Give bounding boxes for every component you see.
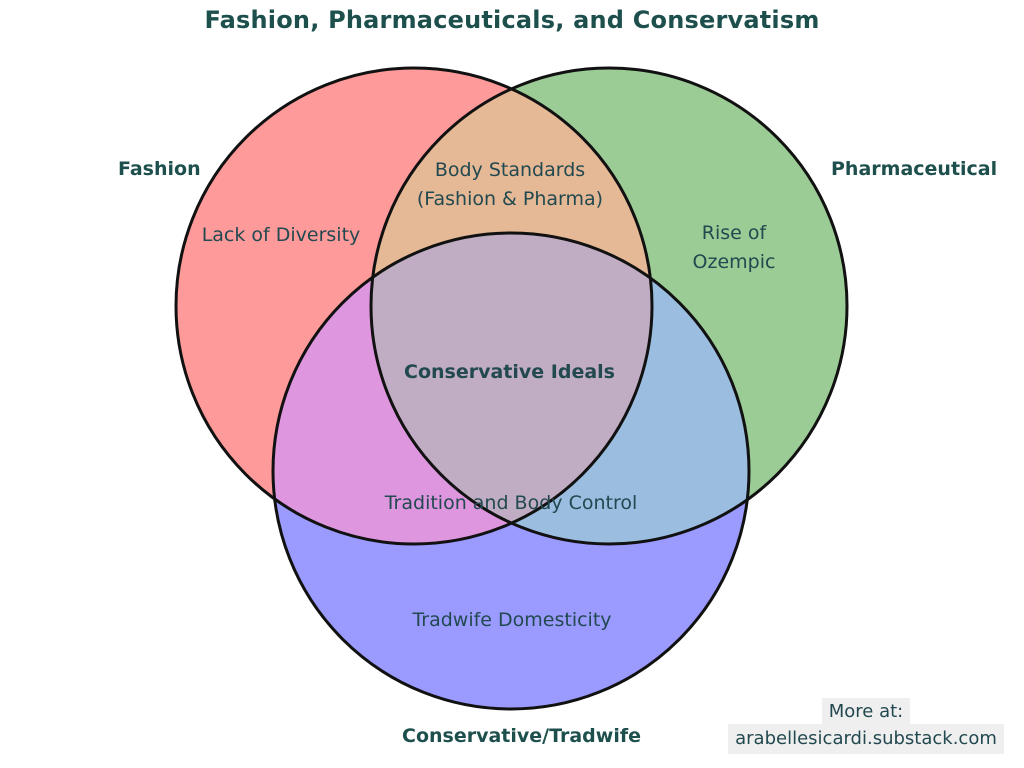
- fashion-pharma-label-line1: Body Standards: [434, 159, 586, 181]
- fashion-only-label: Lack of Diversity: [201, 224, 361, 246]
- pharma-only-label: Rise of Ozempic: [672, 219, 796, 277]
- credit-url: arabellesicardi.substack.com: [728, 724, 1004, 754]
- conservative-outline: [271, 231, 751, 711]
- conservative-only-label: Tradwife Domesticity: [412, 609, 612, 631]
- fashion-pharma-label-line2: (Fashion & Pharma): [416, 188, 604, 210]
- triple-overlap: [371, 233, 652, 544]
- fashion-outline: [174, 66, 654, 546]
- conservative-overlaps-label: Tradition and Body Control: [384, 492, 638, 514]
- pharma-only-label-line1: Rise of: [701, 222, 767, 244]
- fashion-pharma-label: Body Standards (Fashion & Pharma): [405, 156, 615, 214]
- all-three-label: Conservative Ideals: [404, 361, 615, 383]
- pharmaceutical-set-label: Pharmaceutical: [831, 158, 998, 180]
- diagram-title: Fashion, Pharmaceuticals, and Conservati…: [204, 6, 820, 34]
- pharmaceutical-outline: [369, 66, 849, 546]
- conservative-set-label: Conservative/Tradwife: [402, 725, 641, 747]
- pharma-only-label-line2: Ozempic: [692, 251, 776, 273]
- fashion-set-label: Fashion: [118, 158, 201, 180]
- credit-more-at: More at:: [822, 698, 910, 726]
